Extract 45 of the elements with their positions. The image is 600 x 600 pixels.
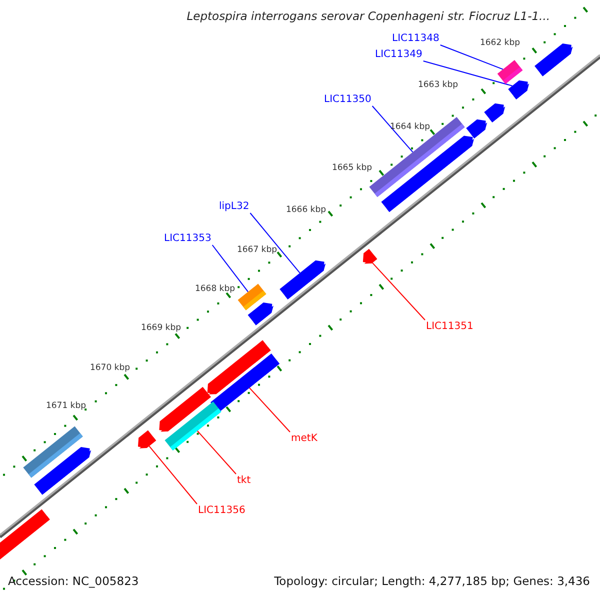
gene-feature	[534, 44, 573, 76]
gene-label: LIC11348	[392, 33, 440, 44]
scale-label: 1663 kbp	[418, 80, 458, 90]
gene-feature	[362, 248, 378, 264]
gene-feature	[34, 447, 92, 495]
scale-label: 1665 kbp	[332, 163, 372, 173]
leader-line	[250, 212, 300, 274]
scale-label: 1667 kbp	[236, 245, 278, 255]
gene-block	[164, 402, 222, 450]
genome-info-text: Topology: circular; Length: 4,277,185 bp; Genes: 3,436	[274, 574, 590, 588]
gene-label: LIC11351	[426, 321, 474, 332]
gene-feature	[138, 430, 156, 448]
gene-feature	[248, 302, 274, 326]
gene-block	[210, 354, 280, 412]
scale-label: 1664 kbp	[390, 122, 430, 132]
gene-block	[497, 60, 523, 84]
scale-label: 1662 kbp	[480, 38, 520, 48]
accession-text: Accession: NC_005823	[8, 574, 139, 588]
gene-feature	[484, 103, 506, 122]
leader-line	[196, 430, 236, 474]
scale-label: 1669 kbp	[140, 323, 182, 333]
leader-line	[422, 60, 513, 86]
gene-feature	[466, 119, 488, 138]
leader-line	[148, 446, 198, 504]
gene-label: LIC11353	[164, 233, 212, 244]
scale-label: 1668 kbp	[194, 284, 236, 294]
gene-label: lipL32	[219, 201, 250, 212]
scale-label: 1666 kbp	[286, 205, 326, 215]
gene-block	[0, 509, 50, 561]
map-title: Leptospira interrogans serovar Copenhageni str. Fiocruz L1-1...	[186, 9, 550, 23]
gene-label: LIC11350	[324, 94, 372, 105]
gene-feature	[381, 136, 474, 212]
gene-feature	[280, 260, 326, 300]
gene-label: LIC11356	[198, 505, 246, 516]
leader-line	[212, 244, 249, 292]
leader-line	[440, 44, 504, 70]
gene-label: metK	[291, 433, 318, 444]
leader-line	[372, 262, 426, 320]
leader-line	[248, 387, 290, 432]
scale-label: 1670 kbp	[90, 363, 130, 373]
gene-label: LIC11349	[375, 49, 422, 60]
leader-line	[372, 106, 414, 153]
scale-label: 1671 kbp	[46, 401, 86, 411]
gene-label: tkt	[237, 475, 251, 486]
gene-feature	[508, 80, 530, 100]
